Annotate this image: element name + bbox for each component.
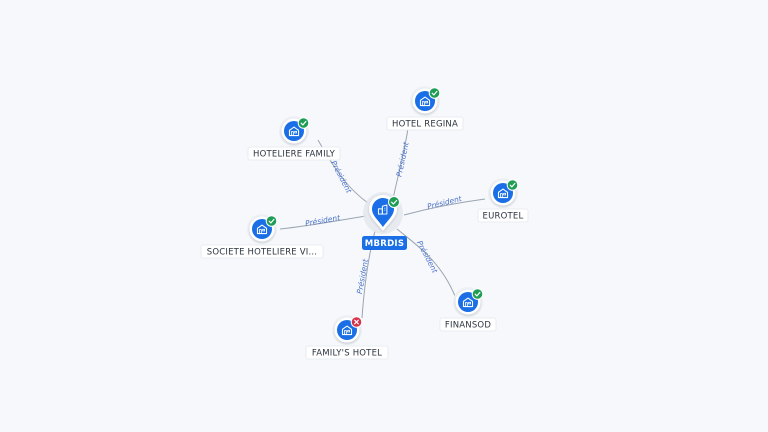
- node-label: HOTELIERE FAMILY: [253, 150, 336, 160]
- edge-label: Président: [329, 159, 354, 195]
- node-label-bg: [305, 345, 389, 360]
- edge-hotel-regina: Président: [392, 127, 411, 200]
- node-finansod[interactable]: FINANSOD: [439, 287, 497, 332]
- check-icon: [474, 291, 481, 297]
- center-label: MBRDIS: [365, 239, 405, 249]
- node-hotel-regina[interactable]: HOTEL REGINA: [386, 86, 464, 131]
- node-familys-hotel[interactable]: FAMILY'S HOTEL: [305, 315, 389, 360]
- node-eurotel[interactable]: EUROTEL: [477, 178, 529, 223]
- status-badge: [506, 179, 519, 191]
- status-badge: [297, 117, 310, 129]
- node-label: FINANSOD: [445, 321, 491, 331]
- edge-line: [396, 228, 456, 297]
- check-icon: [509, 182, 516, 188]
- node-label-bg: [386, 116, 464, 131]
- status-badge: [471, 288, 484, 300]
- node-label: SOCIETE HOTELIERE VI...: [207, 248, 317, 258]
- node-label-bg: [439, 317, 497, 332]
- center-node[interactable]: MBRDIS: [362, 192, 407, 250]
- node-label-bg: [247, 146, 341, 161]
- node-hoteliere-family[interactable]: HOTELIERE FAMILY: [247, 116, 341, 161]
- node-label: HOTEL REGINA: [392, 120, 458, 130]
- check-icon: [300, 120, 307, 126]
- edge-societe-hoteliere: Président: [279, 213, 367, 230]
- edge-eurotel: Président: [403, 194, 486, 216]
- node-societe-hoteliere[interactable]: SOCIETE HOTELIERE VI...: [200, 214, 324, 259]
- node-label-bg: [200, 244, 324, 259]
- edge-label: Président: [426, 194, 463, 212]
- check-icon: [268, 218, 275, 224]
- check-icon: [391, 199, 398, 205]
- edge-label: Président: [415, 239, 440, 275]
- center-pin: [372, 198, 394, 227]
- check-icon: [431, 90, 438, 96]
- status-badge: [265, 215, 278, 227]
- center-label-badge: [362, 236, 407, 250]
- node-label-bg: [477, 208, 529, 223]
- cross-icon: [354, 319, 359, 325]
- edge-label: Président: [355, 257, 370, 294]
- edge-line: [392, 127, 409, 200]
- node-label: EUROTEL: [483, 212, 524, 222]
- nodes-layer: HOTEL REGINA HOTELIERE FAMILY EUROTEL SOCIE…: [200, 86, 529, 360]
- status-badge: [428, 87, 441, 99]
- node-label: FAMILY'S HOTEL: [312, 349, 382, 359]
- status-badge: [350, 316, 363, 328]
- edge-line: [279, 215, 367, 230]
- edge-label: Président: [394, 140, 410, 177]
- edge-line: [403, 198, 486, 216]
- edge-label: Président: [304, 213, 341, 228]
- center-status-badge: [388, 196, 400, 208]
